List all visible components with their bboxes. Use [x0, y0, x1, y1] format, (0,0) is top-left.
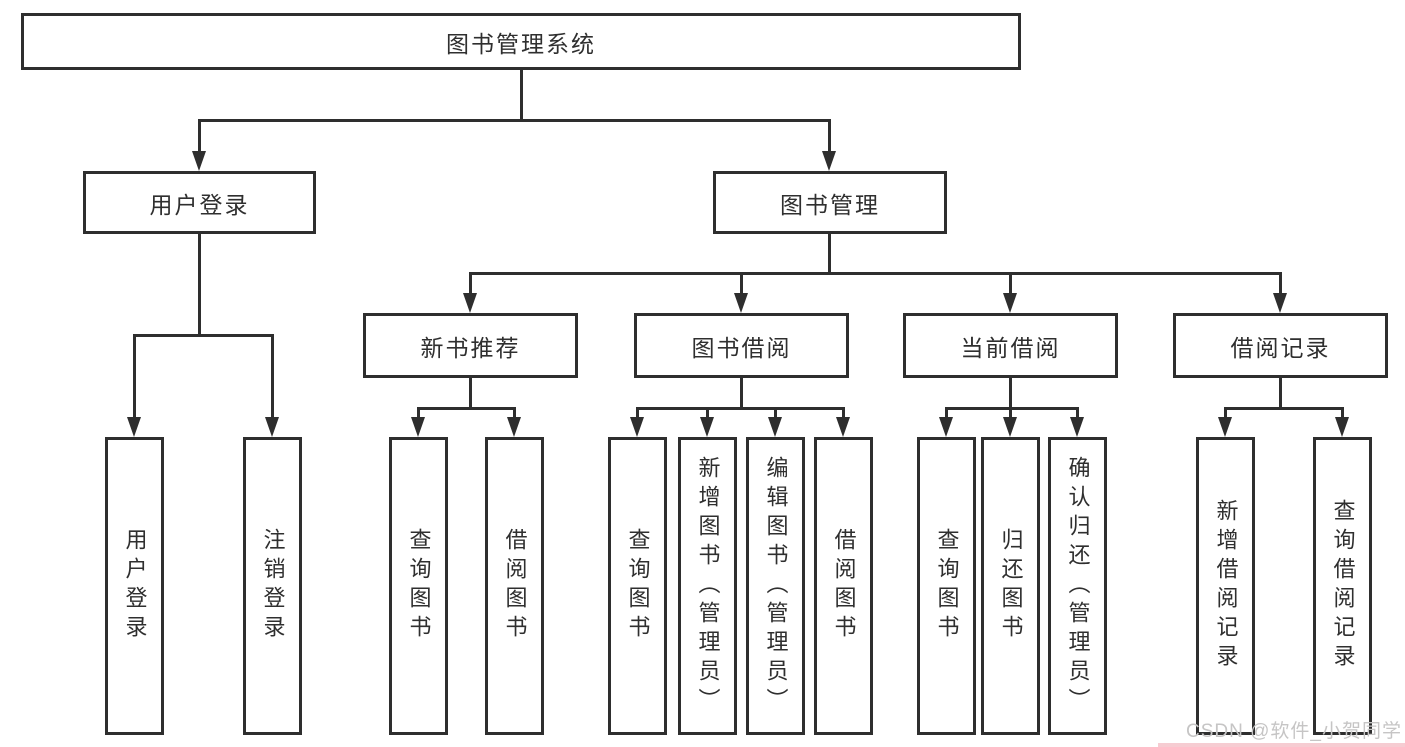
edge-segment: [1279, 272, 1282, 295]
edge-segment: [740, 375, 743, 409]
edge-segment: [1279, 375, 1282, 409]
leaf-add-books-admin: 新增图书（管理员）: [678, 437, 737, 735]
node-new-book-recommendation: 新书推荐: [363, 313, 578, 378]
edge-segment: [271, 334, 274, 419]
node-user-login: 用户登录: [83, 171, 316, 234]
leaf-query-borrow-record: 查询借阅记录: [1313, 437, 1372, 735]
arrowhead-down-icon: [1273, 293, 1287, 313]
leaf-label: 查询借阅记录: [1330, 499, 1356, 673]
edge-segment: [198, 119, 201, 153]
edge-segment: [706, 407, 709, 419]
arrowhead-down-icon: [768, 417, 782, 437]
edge-segment: [636, 407, 639, 419]
leaf-borrow-books-borrowing: 借阅图书: [814, 437, 873, 735]
arrowhead-down-icon: [463, 293, 477, 313]
edge-segment: [198, 231, 201, 336]
leaf-label: 借阅图书: [831, 528, 857, 644]
leaf-label: 查询图书: [934, 528, 960, 644]
arrowhead-down-icon: [1003, 293, 1017, 313]
edge-segment: [417, 407, 516, 410]
arrowhead-down-icon: [1335, 417, 1349, 437]
node-current-borrowing: 当前借阅: [903, 313, 1118, 378]
edge-segment: [1341, 407, 1344, 419]
arrowhead-down-icon: [939, 417, 953, 437]
leaf-label: 编辑图书（管理员）: [763, 455, 789, 717]
node-book-borrowing: 图书借阅: [634, 313, 849, 378]
leaf-label: 新增借阅记录: [1213, 499, 1239, 673]
leaf-label: 新增图书（管理员）: [695, 455, 721, 717]
edge-segment: [513, 407, 516, 419]
leaf-label: 借阅图书: [502, 528, 528, 644]
arrowhead-down-icon: [630, 417, 644, 437]
leaf-query-books-current: 查询图书: [917, 437, 976, 735]
edge-segment: [1224, 407, 1227, 419]
arrowhead-down-icon: [700, 417, 714, 437]
edge-segment: [842, 407, 845, 419]
arrowhead-down-icon: [127, 417, 141, 437]
leaf-query-books-recommend: 查询图书: [389, 437, 448, 735]
leaf-add-borrow-record: 新增借阅记录: [1196, 437, 1255, 735]
edge-segment: [520, 67, 523, 122]
edge-segment: [469, 272, 472, 295]
edge-segment: [945, 407, 1079, 410]
leaf-user-login: 用户登录: [105, 437, 164, 735]
edge-segment: [469, 375, 472, 409]
arrowhead-down-icon: [734, 293, 748, 313]
leaf-borrow-books-recommend: 借阅图书: [485, 437, 544, 735]
node-library-system-root: 图书管理系统: [21, 13, 1021, 70]
arrowhead-down-icon: [1218, 417, 1232, 437]
leaf-label: 查询图书: [406, 528, 432, 644]
leaf-label: 归还图书: [998, 528, 1024, 644]
leaf-label: 用户登录: [122, 528, 148, 644]
leaf-query-books-borrowing: 查询图书: [608, 437, 667, 735]
edge-segment: [945, 407, 948, 419]
leaf-edit-books-admin: 编辑图书（管理员）: [746, 437, 805, 735]
edge-segment: [1009, 375, 1012, 409]
edge-segment: [1076, 407, 1079, 419]
edge-segment: [774, 407, 777, 419]
leaf-label: 确认归还（管理员）: [1065, 455, 1091, 717]
leaf-label: 注销登录: [260, 528, 286, 644]
node-borrowing-records: 借阅记录: [1173, 313, 1388, 378]
leaf-return-books: 归还图书: [981, 437, 1040, 735]
edge-segment: [828, 119, 831, 153]
watermark-underline-bar: [1158, 743, 1405, 747]
node-book-management: 图书管理: [713, 171, 947, 234]
edge-segment: [1224, 407, 1344, 410]
edge-segment: [417, 407, 420, 419]
edge-segment: [133, 334, 136, 419]
leaf-logout: 注销登录: [243, 437, 302, 735]
csdn-watermark: CSDN @软件_小贺同学: [1186, 721, 1402, 742]
arrowhead-down-icon: [836, 417, 850, 437]
edge-segment: [740, 272, 743, 295]
edge-segment: [636, 407, 845, 410]
edge-segment: [469, 272, 1282, 275]
arrowhead-down-icon: [192, 151, 206, 171]
edge-segment: [133, 334, 274, 337]
edge-segment: [198, 119, 831, 122]
leaf-confirm-return-admin: 确认归还（管理员）: [1048, 437, 1107, 735]
edge-segment: [1009, 272, 1012, 295]
arrowhead-down-icon: [1003, 417, 1017, 437]
arrowhead-down-icon: [265, 417, 279, 437]
edge-segment: [1009, 407, 1012, 419]
leaf-label: 查询图书: [625, 528, 651, 644]
edge-segment: [828, 231, 831, 275]
arrowhead-down-icon: [822, 151, 836, 171]
arrowhead-down-icon: [507, 417, 521, 437]
arrowhead-down-icon: [1070, 417, 1084, 437]
arrowhead-down-icon: [411, 417, 425, 437]
